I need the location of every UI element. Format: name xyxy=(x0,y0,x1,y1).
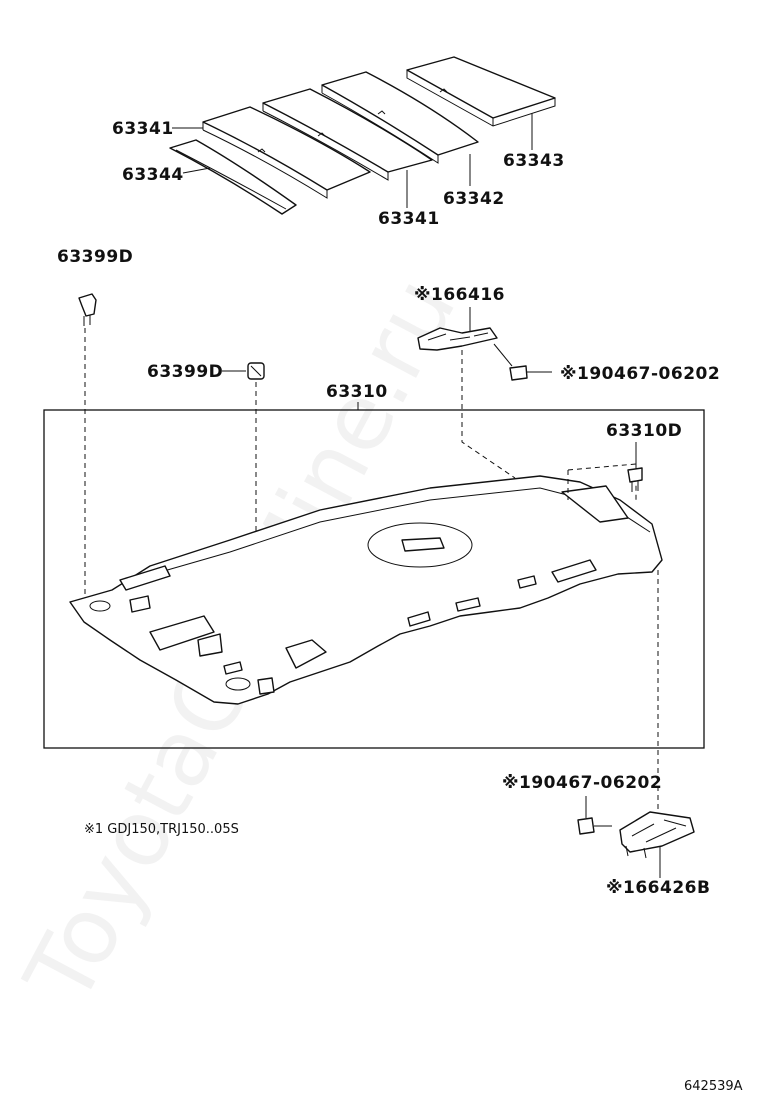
pad-63342[interactable] xyxy=(321,71,479,164)
diagram-code: 642539A xyxy=(684,1079,743,1094)
pad-63344[interactable] xyxy=(169,139,297,215)
screw-90467-bottom[interactable] xyxy=(577,817,612,835)
pad-63343[interactable] xyxy=(406,56,556,127)
label-90467-bottom: ※190467-06202 xyxy=(502,773,662,793)
headliner-frame xyxy=(43,409,705,749)
clip-63399d-middle[interactable] xyxy=(247,362,265,380)
label-63341-left: 63341 xyxy=(112,119,174,139)
label-63343: 63343 xyxy=(503,151,565,171)
label-63399d-middle: 63399D xyxy=(147,362,223,382)
label-63344: 63344 xyxy=(122,165,184,185)
pad-63341-center[interactable] xyxy=(262,88,433,181)
label-63399d-left: 63399D xyxy=(57,247,133,267)
bracket-66426b[interactable] xyxy=(619,811,695,859)
pad-63341-left[interactable] xyxy=(202,106,371,199)
headliner-63310[interactable] xyxy=(69,475,663,705)
clip-63310d[interactable] xyxy=(627,467,643,492)
label-63310: 63310 xyxy=(326,382,388,402)
bracket-66416[interactable] xyxy=(417,327,498,351)
footnote: ※1 GDJ150,TRJ150..05S xyxy=(84,822,239,837)
label-63310d: 63310D xyxy=(606,421,682,441)
label-66426b: ※166426B xyxy=(606,878,710,898)
label-90467-top: ※190467-06202 xyxy=(560,364,720,384)
label-66416: ※166416 xyxy=(414,285,505,305)
label-63342: 63342 xyxy=(443,189,505,209)
screw-90467-top[interactable] xyxy=(509,365,552,381)
label-63341-center: 63341 xyxy=(378,209,440,229)
clip-63399d-left[interactable] xyxy=(78,293,97,326)
